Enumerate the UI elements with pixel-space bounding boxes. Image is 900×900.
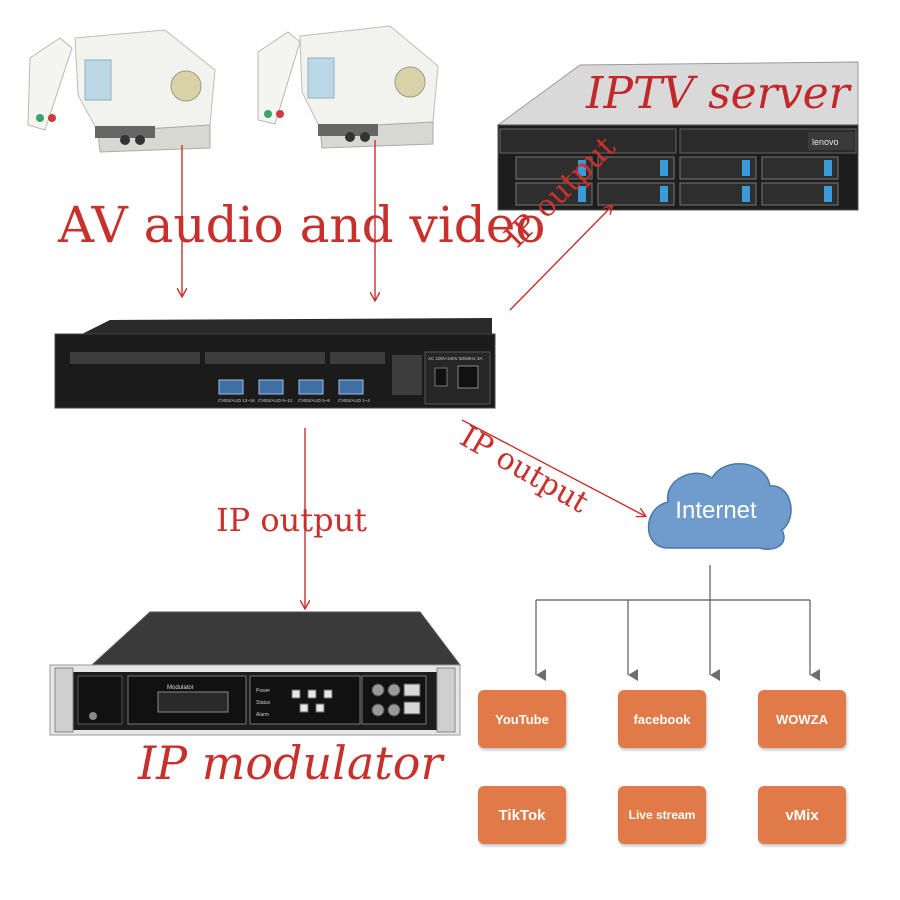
internet-cloud-shape (647, 463, 792, 550)
modulator-status-label: Alarm (256, 712, 269, 718)
encoder-port-label: CVBS/AUD 5~8 (298, 398, 330, 403)
arrow-encoder-to-server (509, 206, 612, 311)
distribution-tree (535, 565, 820, 681)
label-av-audio-video: AV audio and video (58, 196, 546, 254)
arrow-encoder-to-internet (461, 419, 645, 516)
iptv-server: lenovo (496, 61, 859, 211)
service-box-vmix: vMix (758, 786, 846, 844)
set-top-box-right (257, 25, 439, 149)
service-box-tiktok: TikTok (478, 786, 566, 844)
modulator-status-label: Status (256, 700, 271, 706)
encoder-rack-unit: AC 100V-240V 50/60Hz 3A CVBS/AUD 13~16 C… (54, 318, 496, 409)
service-box-live-stream: Live stream (618, 786, 706, 844)
encoder-port-label: CVBS/AUD 9~12 (258, 398, 293, 403)
encoder-port-label: CVBS/AUD 13~16 (218, 398, 255, 403)
service-box-facebook: facebook (618, 690, 706, 748)
label-ip-modulator: IP modulator (138, 736, 443, 790)
server-brand-text: lenovo (812, 137, 839, 147)
encoder-power-text: AC 100V-240V 50/60Hz 3A (428, 356, 483, 361)
label-iptv-server: IPTV server (586, 68, 850, 119)
encoder-port-label: CVBS/AUD 1~4 (338, 398, 370, 403)
ip-modulator-device: Modulator Power Status Alarm (49, 611, 462, 736)
service-box-wowza: WOWZA (758, 690, 846, 748)
label-ip-output-modulator: IP output (216, 501, 368, 539)
service-box-youtube: YouTube (478, 690, 566, 748)
internet-cloud-label: Internet (675, 497, 757, 524)
encoder-port-group (218, 379, 364, 395)
modulator-status-label: Power (256, 688, 271, 694)
set-top-box-left (27, 29, 216, 153)
modulator-screen-label: Modulator (167, 685, 194, 691)
